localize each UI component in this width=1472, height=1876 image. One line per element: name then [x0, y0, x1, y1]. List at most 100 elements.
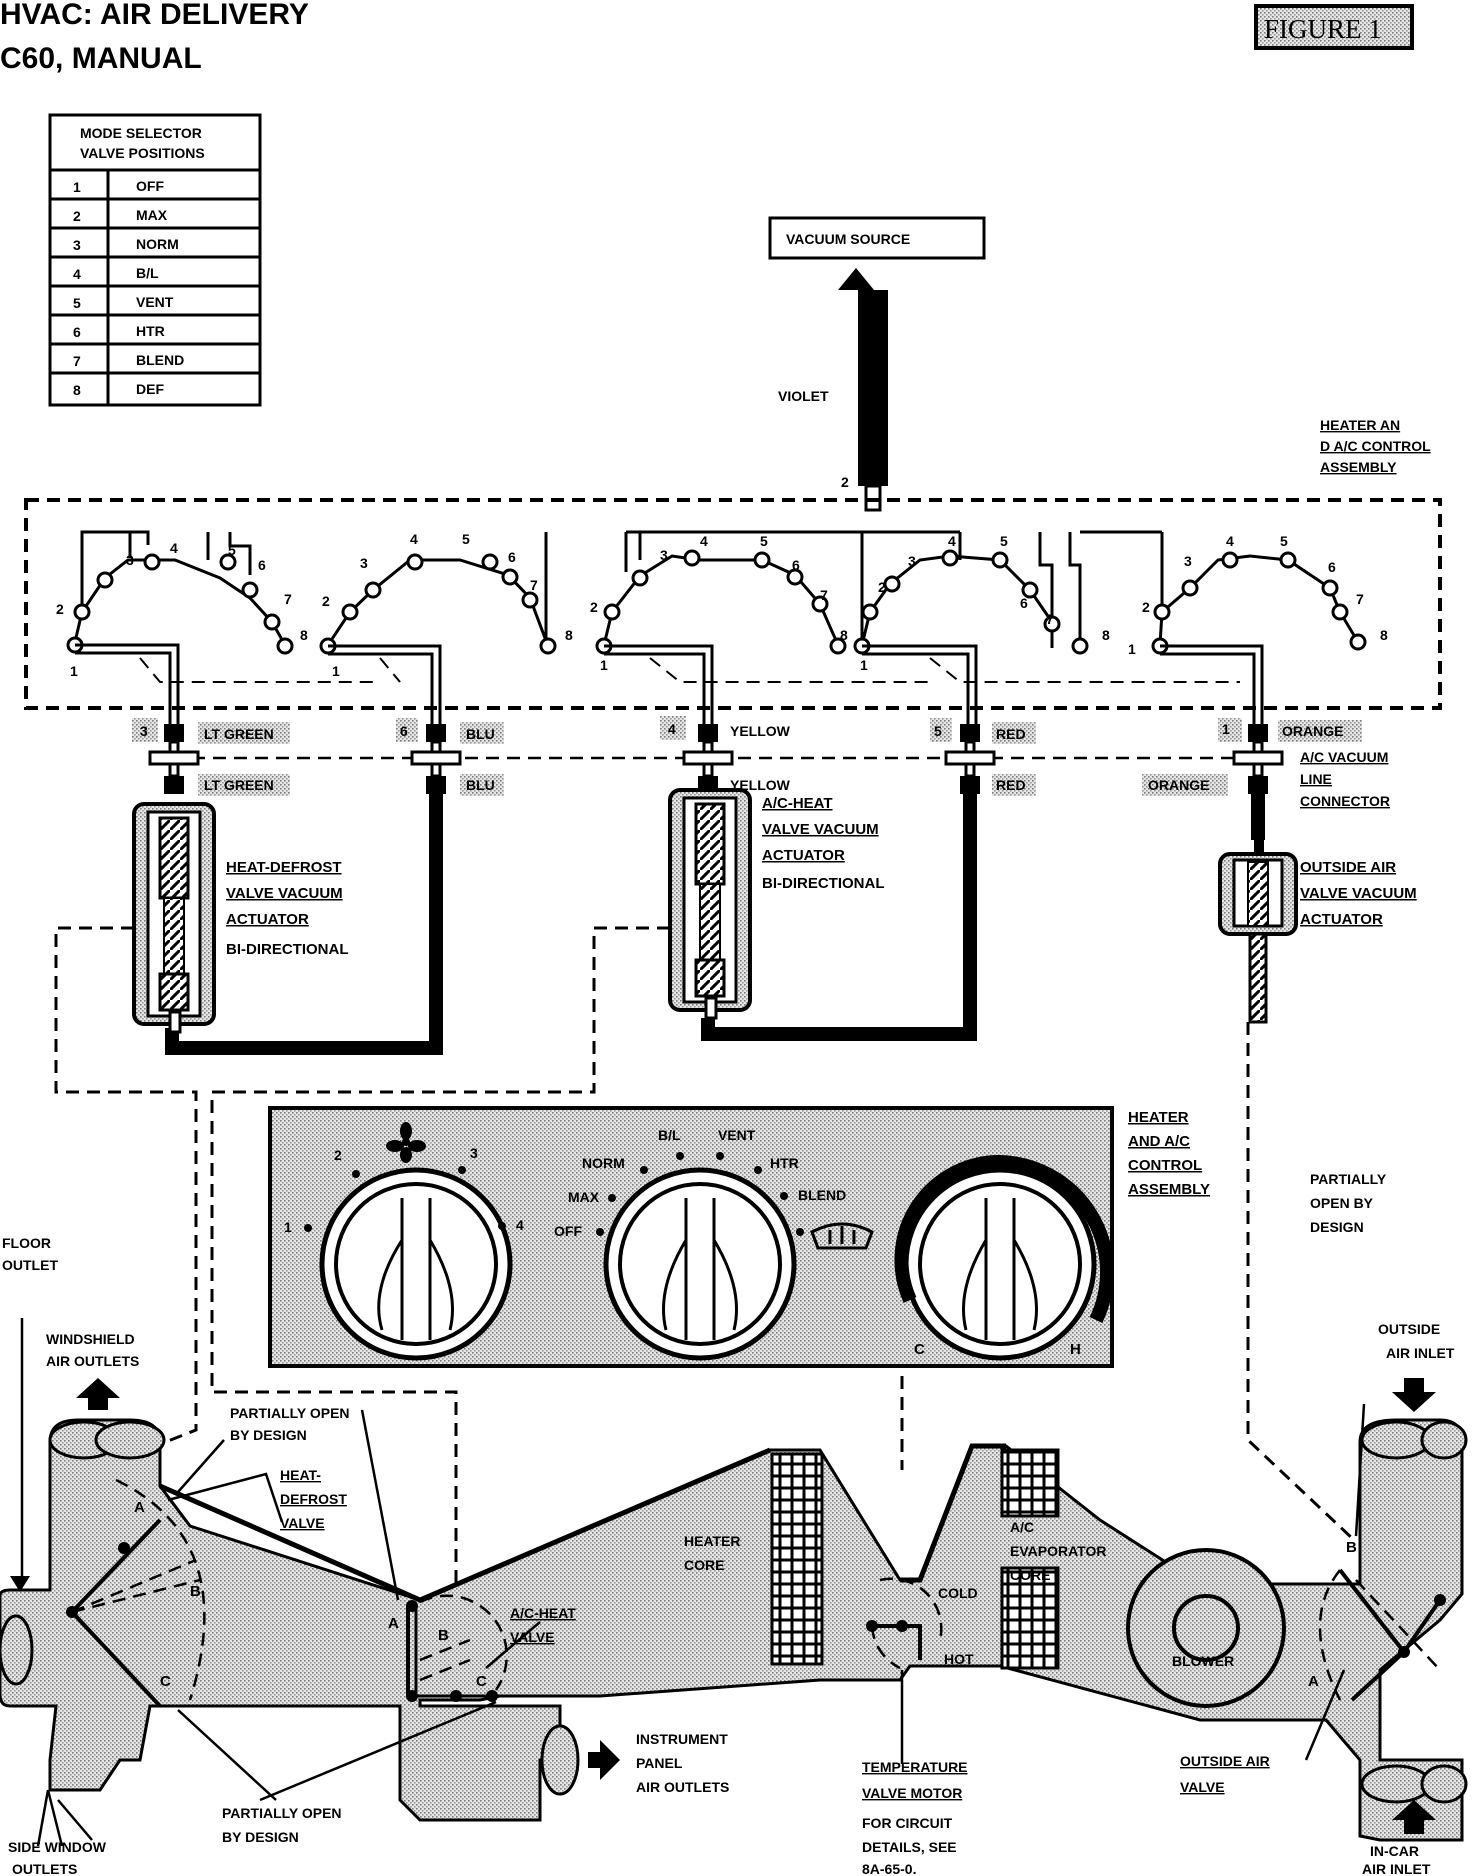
vacuum-source-label: VACUUM SOURCE [786, 231, 910, 247]
floor-outlet-arrow-icon [10, 1576, 30, 1592]
mode-label-off: OFF [554, 1223, 582, 1239]
temperature-knob[interactable] [894, 1154, 1115, 1361]
hose-lt-green-label-lower: LT GREEN [204, 777, 274, 793]
heat-defrost-actuator-label: HEAT-DEFROST VALVE VACUUM ACTUATOR BI-DI… [226, 859, 349, 958]
outside-air-valve-label-1: OUTSIDE AIR [1180, 1753, 1270, 1769]
mode-row-num: 7 [73, 353, 81, 369]
duct-labels: FLOOR OUTLET WINDSHIELD AIR OUTLETS PART… [2, 1171, 1455, 1876]
ah-actuator-label-1: A/C-HEAT [762, 795, 833, 812]
hose-yellow-label-lower: YELLOW [730, 777, 791, 793]
partially-open-bottom-1: PARTIALLY OPEN [222, 1805, 342, 1821]
blower [1126, 1548, 1286, 1708]
svg-text:4: 4 [170, 540, 178, 556]
svg-text:8: 8 [300, 627, 308, 643]
hose-lt-green-label: LT GREEN [204, 726, 274, 742]
mode-table-heading-1: MODE SELECTOR [80, 125, 202, 141]
mode-knob[interactable] [603, 1167, 797, 1361]
fan-knob[interactable] [319, 1167, 513, 1361]
partially-open-right-1: PARTIALLY [1310, 1171, 1387, 1187]
heater-core-label-2: CORE [684, 1557, 724, 1573]
oa-door-a: A [1308, 1673, 1319, 1690]
outside-air-actuator-label: OUTSIDE AIR VALVE VACUUM ACTUATOR [1300, 859, 1417, 928]
air-duct-system: A B C A B C B A [0, 1418, 1468, 1842]
outside-air-inlet-label-2: AIR INLET [1386, 1345, 1455, 1361]
svg-text:1: 1 [332, 663, 340, 679]
side-window-label-2: OUTLETS [12, 1861, 77, 1876]
svg-text:2: 2 [1142, 599, 1150, 615]
control-assembly-top-label: HEATER AN D A/C CONTROL ASSEMBLY [1320, 417, 1431, 475]
hose-orange-label-lower: ORANGE [1148, 777, 1209, 793]
svg-text:3: 3 [660, 547, 668, 563]
hd-actuator-label-4: BI-DIRECTIONAL [226, 941, 349, 958]
svg-text:5: 5 [760, 533, 768, 549]
hose-blu-label: BLU [466, 726, 495, 742]
hose-red-label: RED [996, 726, 1026, 742]
instrument-panel-label-1: INSTRUMENT [636, 1731, 728, 1747]
assembly-label-3: ASSEMBLY [1320, 459, 1397, 475]
ah-actuator-label-4: BI-DIRECTIONAL [762, 875, 885, 892]
blower-label: BLOWER [1172, 1653, 1234, 1669]
ah-door-c: C [476, 1673, 487, 1690]
hose-lt-green-num: 3 [140, 723, 148, 739]
svg-text:5: 5 [1280, 533, 1288, 549]
svg-text:8: 8 [840, 627, 848, 643]
svg-text:4: 4 [410, 531, 418, 547]
svg-text:5: 5 [228, 542, 236, 558]
vacuum-hoses [165, 794, 1265, 1055]
figure-label: FIGURE 1 [1264, 14, 1382, 44]
mode-row-name: MAX [136, 207, 168, 223]
mode-row-name: B/L [136, 265, 159, 281]
instrument-panel-label-3: AIR OUTLETS [636, 1779, 729, 1795]
mode-row-num: 8 [73, 382, 81, 398]
ah-door-b: B [438, 1627, 449, 1644]
hd-actuator-label-1: HEAT-DEFROST [226, 859, 342, 876]
mode-row-name: DEF [136, 381, 164, 397]
oa-door-b: B [1346, 1539, 1357, 1556]
connector-label-2: LINE [1300, 771, 1332, 787]
defrost-icon [810, 1222, 874, 1250]
in-car-inlet-label-1: IN-CAR [1370, 1843, 1419, 1859]
figure-badge: FIGURE 1 [1254, 4, 1414, 50]
page-title: HVAC: AIR DELIVERY [0, 0, 309, 31]
floor-outlet-label-1: FLOOR [2, 1235, 51, 1251]
svg-text:6: 6 [258, 557, 266, 573]
hose-orange-num: 1 [1222, 721, 1230, 737]
svg-text:5: 5 [462, 531, 470, 547]
in-car-inlet-label-2: AIR INLET [1362, 1861, 1431, 1876]
svg-text:7: 7 [820, 587, 828, 603]
temp-motor-label-5: 8A-65-0. [862, 1861, 916, 1876]
oa-actuator-label-1: OUTSIDE AIR [1300, 859, 1396, 876]
svg-text:2: 2 [590, 599, 598, 615]
connector-label-1: A/C VACUUM [1300, 749, 1388, 765]
mode-row-num: 4 [73, 266, 81, 282]
mode-label-blend: BLEND [798, 1187, 846, 1203]
svg-text:8: 8 [565, 627, 573, 643]
mode-label-norm: NORM [582, 1155, 625, 1171]
fan-pos-2: 2 [334, 1147, 342, 1163]
leader-lines [20, 1318, 1366, 1847]
fan-pos-1: 1 [284, 1219, 292, 1235]
svg-text:6: 6 [1328, 559, 1336, 575]
mode-row-name: NORM [136, 236, 179, 252]
control-panel: 1 2 3 4 OFF MAX NORM B/L VENT HTR BLEND [268, 1106, 1115, 1368]
svg-text:1: 1 [1128, 641, 1136, 657]
heat-defrost-valve-door [66, 1478, 206, 1708]
ah-valve-label-1: A/C-HEAT [510, 1605, 576, 1621]
hose-connector-row: 3 LT GREEN LT GREEN 6 BLU BLU 4 YELLOW Y… [132, 716, 1390, 809]
temp-motor-label-2: VALVE MOTOR [862, 1785, 962, 1801]
svg-text:5: 5 [1000, 533, 1008, 549]
svg-text:3: 3 [360, 555, 368, 571]
svg-text:8: 8 [1102, 627, 1110, 643]
svg-text:1: 1 [600, 657, 608, 673]
panel-label-1: HEATER [1128, 1109, 1189, 1126]
temperature-valve [866, 1577, 943, 1670]
svg-text:7: 7 [284, 591, 292, 607]
partially-open-right-3: DESIGN [1310, 1219, 1364, 1235]
temp-cold-label: C [914, 1341, 925, 1358]
mode-label-bl: B/L [658, 1127, 681, 1143]
mode-label-max: MAX [568, 1189, 600, 1205]
cold-label: COLD [938, 1585, 978, 1601]
outside-air-valve-label-2: VALVE [1180, 1779, 1225, 1795]
vacuum-source: VACUUM SOURCE VIOLET 2 [768, 216, 986, 512]
airflow-arrows [10, 1378, 1436, 1834]
